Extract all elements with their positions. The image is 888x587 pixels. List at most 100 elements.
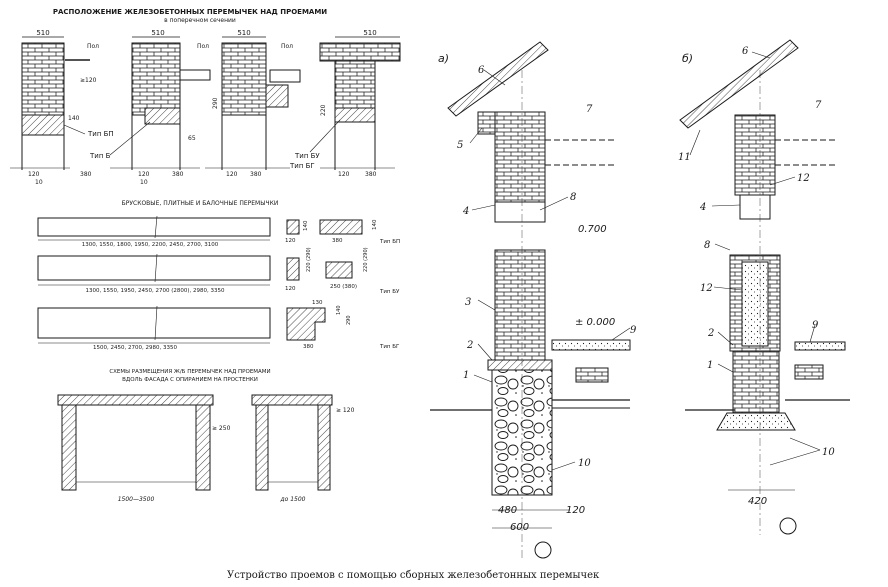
- sec2-120: 120: [285, 286, 296, 292]
- pol-label-c: Пол: [281, 43, 293, 50]
- callout-a-8: 8: [570, 192, 576, 203]
- type-label-b: Тип Б: [89, 152, 111, 160]
- beam-bp: [37, 215, 271, 241]
- dim-a-ge120: ≥120: [80, 77, 97, 84]
- pol-label-b: Пол: [197, 43, 209, 50]
- sec1-140b: 140: [372, 219, 378, 230]
- wall-section-a: [430, 41, 631, 560]
- callout-a-10: 10: [578, 458, 591, 469]
- section2-title: БРУСКОВЫЕ, ПЛИТНЫЕ И БАЛОЧНЫЕ ПЕРЕМЫЧКИ: [122, 200, 279, 207]
- sec1-140: 140: [303, 220, 309, 231]
- callout-b-12: 12: [797, 173, 810, 184]
- section-d-wall: [319, 36, 401, 170]
- callout-a-3: 3: [465, 297, 471, 308]
- cross-section-bg: [286, 307, 326, 341]
- sec1-120: 120: [285, 238, 296, 244]
- callout-b-1: 1: [707, 360, 713, 371]
- scheme-1: [57, 394, 214, 491]
- type-bg: Тип БГ: [379, 344, 400, 350]
- scheme1-ge250: ≥ 250: [212, 425, 231, 432]
- label-a: а): [438, 52, 449, 65]
- section-a-wall: [10, 36, 90, 170]
- callout-a-9: 9: [630, 325, 637, 336]
- level-0700: 0.700: [578, 224, 607, 235]
- left-subtitle: в поперечном сечении: [164, 17, 236, 24]
- cross-section-bu: [286, 257, 353, 281]
- sec2-220b: 220 (290): [363, 247, 369, 272]
- dim-d-220: 220: [320, 104, 327, 116]
- level-0000: ± 0.000: [575, 317, 615, 328]
- dim-c-290: 290: [212, 97, 219, 109]
- sec2-220: 220 (290): [306, 247, 312, 272]
- callout-a-4: 4: [462, 206, 469, 217]
- scheme-2: [251, 394, 333, 491]
- callout-a-7: 7: [586, 104, 593, 115]
- callout-b-9: 9: [812, 320, 819, 331]
- sec3-380: 380: [303, 344, 314, 350]
- dim-b-top: 510: [151, 29, 164, 37]
- section-b-wall: [110, 36, 211, 170]
- beam1-lengths: 1300, 1550, 1800, 1950, 2200, 2450, 2700…: [82, 242, 219, 248]
- type-bu: Тип БУ: [379, 289, 400, 295]
- callout-b-12b: 12: [700, 283, 713, 294]
- sec3-130: 130: [312, 300, 323, 306]
- dim-c-120: 120: [226, 171, 238, 178]
- wall-section-b: [679, 39, 850, 535]
- dim-a-top: 510: [36, 29, 49, 37]
- scheme2-ge120: ≥ 120: [336, 407, 355, 414]
- beam-bg: [37, 305, 271, 344]
- scheme2-span: до 1500: [280, 496, 306, 503]
- cross-section-bp: [286, 219, 363, 235]
- label-b: б): [682, 52, 693, 65]
- scheme1-span: 1500—3500: [118, 496, 155, 503]
- pol-label: Пол: [87, 43, 99, 50]
- dim-600: 600: [510, 522, 529, 533]
- dim-b-380: 380: [172, 171, 184, 178]
- dim-d-120: 120: [338, 171, 350, 178]
- type-label-bp: Тип БП: [87, 130, 114, 138]
- dim-b-120: 120: [138, 171, 150, 178]
- beam-bu: [37, 253, 271, 286]
- caption: Устройство проемов с помощью сборных жел…: [227, 570, 600, 581]
- section-c-wall: [205, 36, 301, 170]
- callout-a-6: 6: [478, 65, 485, 76]
- callout-b-11: 11: [678, 152, 691, 163]
- beam2-lengths: 1300, 1550, 1950, 2450, 2700 (2800), 298…: [86, 288, 225, 294]
- dim-420: 420: [748, 496, 767, 507]
- dim-a-120: 120: [28, 171, 40, 178]
- dim-b-65: 65: [188, 135, 196, 142]
- type-label-bu: Тип БУ: [294, 152, 320, 160]
- type-label-bg: Тип БГ: [289, 162, 315, 170]
- leader-lines-b: [689, 51, 821, 466]
- dim-d-top: 510: [363, 29, 376, 37]
- type-bp: Тип БП: [379, 239, 400, 245]
- dim-120: 120: [566, 505, 585, 516]
- callout-b-10: 10: [822, 447, 835, 458]
- beam3-lengths: 1500, 2450, 2700, 2980, 3350: [93, 345, 177, 351]
- callout-b-4: 4: [699, 202, 706, 213]
- callout-a-1: 1: [463, 370, 469, 381]
- dim-a-380: 380: [80, 171, 92, 178]
- sec3-290: 290: [346, 315, 352, 325]
- callout-b-8: 8: [704, 240, 710, 251]
- callout-b-6: 6: [742, 46, 749, 57]
- dim-a-140: 140: [68, 115, 80, 122]
- sec2-250: 250 (380): [330, 284, 357, 290]
- callout-b-7: 7: [815, 100, 822, 111]
- dim-480: 480: [498, 505, 517, 516]
- dim-d-380: 380: [365, 171, 377, 178]
- callout-b-2: 2: [707, 328, 714, 339]
- dim-a-10: 10: [35, 179, 43, 186]
- sec1-380: 380: [332, 238, 343, 244]
- sec3-140: 140: [336, 305, 342, 315]
- callout-a-2: 2: [466, 340, 473, 351]
- dim-c-380: 380: [250, 171, 262, 178]
- dim-c-top: 510: [237, 29, 250, 37]
- dim-b-10: 10: [140, 179, 148, 186]
- left-title: РАСПОЛОЖЕНИЕ ЖЕЛЕЗОБЕТОННЫХ ПЕРЕМЫЧЕК НА…: [53, 8, 327, 16]
- callout-a-5: 5: [457, 140, 463, 151]
- section3-subtitle: ВДОЛЬ ФАСАДА С ОПИРАНИЕМ НА ПРОСТЕНКИ: [122, 377, 258, 383]
- section3-title: СХЕМЫ РАЗМЕЩЕНИЯ Ж/Б ПЕРЕМЫЧЕК НАД ПРОЕМ…: [109, 369, 270, 375]
- leader-lines-a: [469, 69, 631, 471]
